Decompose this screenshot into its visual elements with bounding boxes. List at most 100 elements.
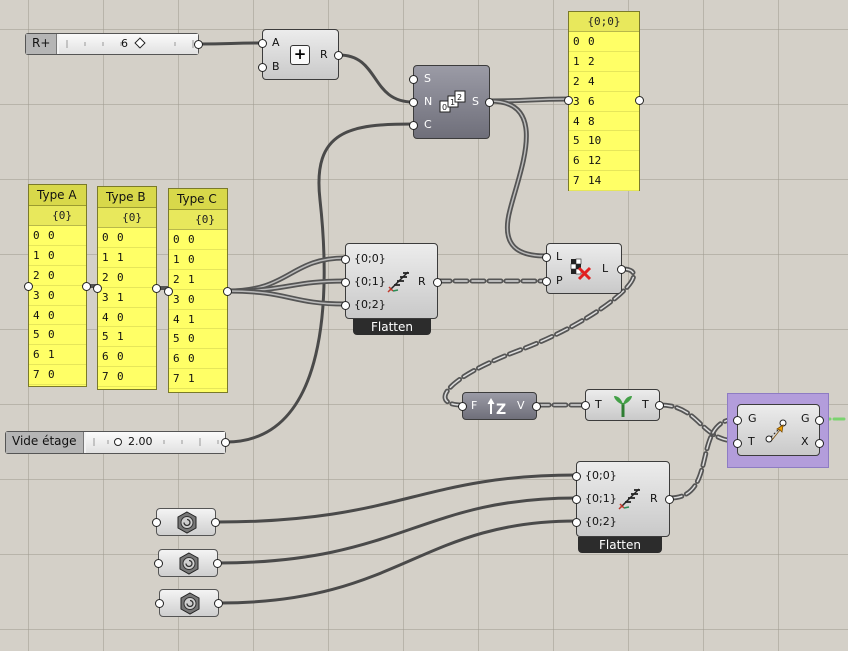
output-grip[interactable] [617, 265, 626, 274]
addition-component[interactable]: A B + R [258, 29, 343, 80]
geometry-param[interactable] [155, 589, 223, 617]
output-grip[interactable] [194, 40, 203, 49]
input-b-label[interactable]: B [272, 60, 280, 73]
wire [444, 268, 635, 406]
flatten-component[interactable]: {0;0} {0;1} {0;2} R [572, 461, 674, 537]
input-grip[interactable] [154, 559, 163, 568]
output-x-label[interactable]: X [801, 435, 809, 448]
input-t-label[interactable]: T [595, 398, 602, 411]
row-value: 0 [188, 352, 195, 366]
output-r-label[interactable]: R [320, 48, 328, 61]
cull-pattern-component[interactable]: L P L [542, 243, 626, 294]
geometry-param[interactable] [154, 549, 222, 577]
output-grip[interactable] [655, 401, 664, 410]
input-grip[interactable] [258, 63, 267, 72]
output-t-label[interactable]: T [642, 398, 649, 411]
input-path-label[interactable]: {0;0} [354, 252, 386, 265]
output-grip[interactable] [433, 278, 442, 287]
input-t-label[interactable]: T [748, 435, 755, 448]
input-path-label[interactable]: {0;2} [585, 515, 617, 528]
output-r-label[interactable]: R [650, 492, 658, 505]
input-l-label[interactable]: L [556, 250, 563, 263]
input-grip[interactable] [564, 96, 573, 105]
input-path-label[interactable]: {0;0} [585, 469, 617, 482]
output-grip[interactable] [532, 402, 541, 411]
input-g-label[interactable]: G [748, 412, 757, 425]
output-grip[interactable] [815, 439, 824, 448]
input-n-label[interactable]: N [424, 95, 433, 108]
input-grip[interactable] [164, 287, 173, 296]
slider-track[interactable]: 2.00 [86, 432, 225, 453]
input-path-label[interactable]: {0;2} [354, 298, 386, 311]
wire [224, 122, 415, 444]
series-component[interactable]: S N C 0 1 2 S [409, 65, 494, 139]
output-s-label[interactable]: S [472, 95, 479, 108]
output-grip[interactable] [152, 284, 161, 293]
input-grip[interactable] [733, 439, 742, 448]
wire [216, 496, 578, 565]
number-slider-r[interactable]: R+ 6 [25, 33, 203, 55]
input-grip[interactable] [458, 402, 467, 411]
number-slider-vide-etage[interactable]: Vide étage 2.00 [5, 431, 230, 454]
input-grip[interactable] [542, 253, 551, 262]
geometry-param[interactable] [152, 508, 220, 536]
output-g-label[interactable]: G [801, 412, 810, 425]
input-grip[interactable] [258, 39, 267, 48]
input-path-label[interactable]: {0;1} [354, 275, 386, 288]
cull-pattern-icon [570, 258, 592, 281]
input-grip[interactable] [733, 416, 742, 425]
output-grip[interactable] [485, 98, 494, 107]
row-value: 1 [188, 312, 195, 326]
input-grip[interactable] [409, 98, 418, 107]
output-grip[interactable] [665, 495, 674, 504]
output-grip[interactable] [213, 559, 222, 568]
output-grip[interactable] [211, 518, 220, 527]
output-grip[interactable] [221, 438, 230, 447]
input-grip[interactable] [341, 301, 350, 310]
output-grip[interactable] [334, 51, 343, 60]
output-r-label[interactable]: R [418, 275, 426, 288]
input-grip[interactable] [572, 472, 581, 481]
output-grip[interactable] [82, 282, 91, 291]
input-grip[interactable] [581, 401, 590, 410]
input-path-label[interactable]: {0;1} [585, 492, 617, 505]
output-l-label[interactable]: L [602, 262, 609, 275]
wire [218, 519, 578, 605]
input-s-label[interactable]: S [424, 72, 431, 85]
input-grip[interactable] [572, 518, 581, 527]
output-grip[interactable] [635, 96, 644, 105]
output-grip[interactable] [815, 416, 824, 425]
input-grip[interactable] [409, 75, 418, 84]
row-index: 4 [102, 310, 109, 324]
input-grip[interactable] [152, 518, 161, 527]
input-grip[interactable] [341, 278, 350, 287]
input-a-label[interactable]: A [272, 36, 280, 49]
output-v-label[interactable]: V [517, 399, 525, 412]
input-grip[interactable] [341, 255, 350, 264]
row-value: 14 [588, 174, 602, 188]
row-index: 2 [33, 268, 40, 282]
flatten-component[interactable]: {0;0} {0;1} {0;2} R [341, 243, 442, 319]
slider-track[interactable]: 6 [59, 34, 198, 54]
input-p-label[interactable]: P [556, 274, 563, 287]
output-grip[interactable] [223, 287, 232, 296]
input-grip[interactable] [24, 282, 33, 291]
move-component[interactable]: G T G X [733, 404, 824, 456]
input-grip[interactable] [572, 495, 581, 504]
output-grip[interactable] [214, 599, 223, 608]
input-f-label[interactable]: F [471, 399, 478, 412]
slider-knob-icon[interactable] [114, 438, 122, 446]
input-grip[interactable] [542, 277, 551, 286]
graft-tree-component[interactable]: T T [581, 389, 664, 421]
input-grip[interactable] [93, 284, 102, 293]
input-grip[interactable] [409, 121, 418, 130]
input-c-label[interactable]: C [424, 118, 432, 131]
unit-z-component[interactable]: F Z V [458, 392, 541, 420]
input-grip[interactable] [155, 599, 164, 608]
